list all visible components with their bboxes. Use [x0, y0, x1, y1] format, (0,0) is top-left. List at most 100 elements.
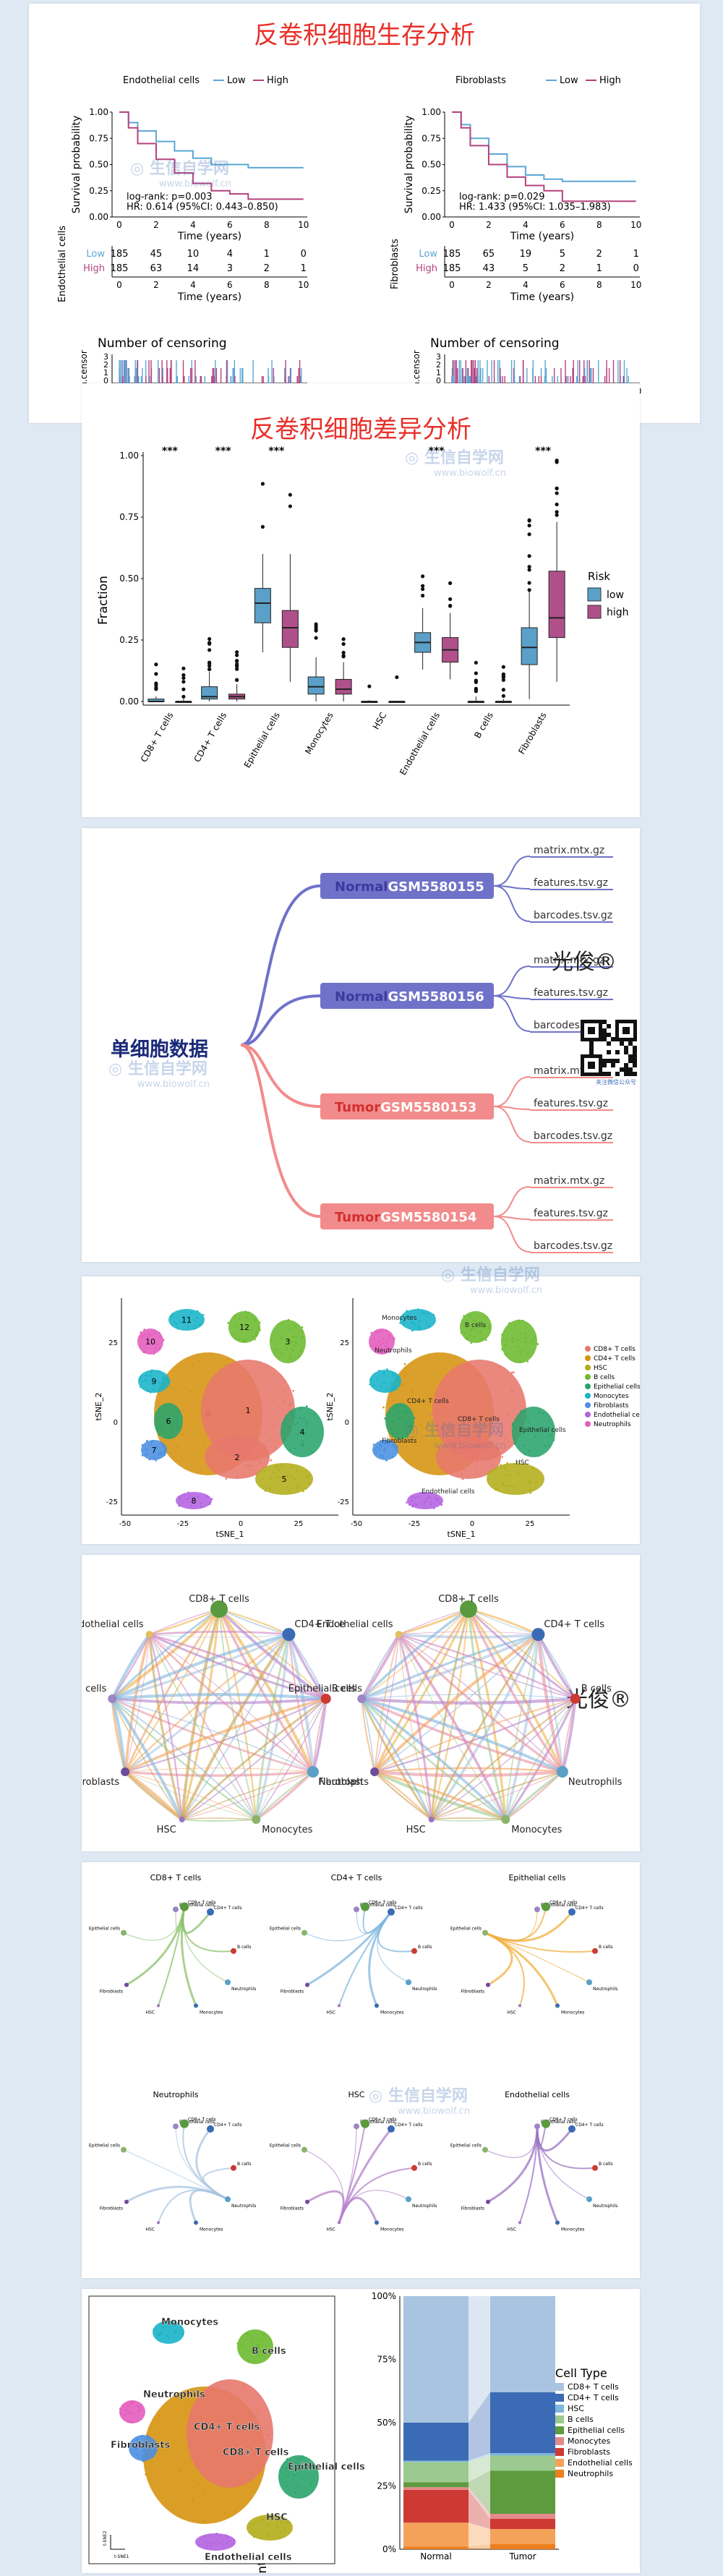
tsne-cluster-number: 3 — [286, 1337, 291, 1347]
box-outlier — [154, 672, 158, 676]
final-legend-label: CD4+ T cells — [568, 2393, 619, 2402]
final-scatter-point — [232, 2543, 235, 2545]
box-outlier — [395, 675, 399, 680]
tsne-point — [146, 1440, 148, 1443]
tsne-legend-label: Endothelial cells — [594, 1412, 640, 1419]
tsne-point — [402, 1323, 405, 1325]
tsne-point — [531, 1340, 534, 1342]
box-outlier — [555, 502, 559, 507]
tsne-point — [373, 1337, 376, 1340]
network-edge — [361, 1698, 507, 1820]
final-scatter-point — [132, 2400, 134, 2403]
boxplot-title: 反卷积细胞差异分析 — [250, 415, 471, 444]
final-scatter-point — [202, 2488, 205, 2491]
tsne-point — [294, 1423, 296, 1425]
tsne-point — [414, 1497, 416, 1500]
risk-high-value: 2 — [264, 263, 270, 274]
network-node — [252, 1814, 261, 1824]
tsne-point — [401, 1383, 403, 1386]
small-network-edge — [484, 1932, 559, 2006]
tsne-point — [194, 1320, 197, 1322]
tsne-point — [435, 1498, 437, 1501]
box-outlier — [421, 594, 425, 598]
tsne-point — [398, 1376, 401, 1378]
km-hr: HR: 1.433 (95%CI: 1.035–1.983) — [459, 202, 611, 213]
tsne-point — [143, 1350, 146, 1353]
legend-low-swatch — [587, 587, 602, 602]
tsne-legend-label: CD8+ T cells — [594, 1346, 636, 1353]
mindmap-file: matrix.mtx.gz — [534, 955, 604, 966]
tsne-point — [321, 1427, 324, 1430]
tsne-point — [391, 1375, 394, 1377]
tsne-point — [520, 1409, 522, 1412]
tsne-point — [152, 1376, 155, 1379]
small-network-title: Neutrophils — [153, 2090, 198, 2099]
tsne-point — [476, 1314, 479, 1317]
network-node-label: Fibroblasts — [318, 1777, 369, 1788]
tsne-ytick: -25 — [338, 1498, 349, 1506]
tsne-point — [296, 1433, 299, 1436]
tsne-ytick: 25 — [340, 1339, 349, 1347]
tsne-point — [225, 1375, 227, 1377]
network-edge — [361, 1698, 375, 1773]
tsne-point — [162, 1451, 164, 1454]
tsne-point — [240, 1397, 243, 1400]
network-edge — [398, 1631, 539, 1635]
tsne-legend-label: Neutrophils — [594, 1421, 631, 1428]
tsne-point — [504, 1344, 507, 1347]
tsne-cluster — [255, 1463, 313, 1495]
box-outlier — [448, 603, 453, 608]
box-outlier — [341, 654, 346, 658]
mindmap-file-branch — [493, 1076, 531, 1107]
box-outlier — [555, 459, 559, 463]
small-network-node — [121, 2146, 127, 2153]
risk-high-value: 5 — [523, 263, 529, 274]
tsne-point — [517, 1472, 520, 1475]
tsne-point — [291, 1413, 293, 1416]
small-network-label: Endothelial cells — [179, 2120, 215, 2125]
tsne-point — [411, 1321, 414, 1323]
final-scatter-point — [281, 2465, 284, 2468]
box-outlier — [448, 597, 453, 602]
tsne-point — [138, 1378, 141, 1380]
network-node — [395, 1631, 403, 1639]
small-network-label: Neutrophils — [412, 2204, 437, 2209]
km-legend-title: Endothelial cells — [123, 75, 200, 86]
tsne-point — [301, 1326, 304, 1328]
tsne-cell-label: CD8+ T cells — [458, 1416, 500, 1423]
tsne-point — [391, 1372, 394, 1374]
mindmap-file-branch — [493, 995, 531, 1032]
network-edge — [374, 1634, 400, 1773]
tsne-point — [302, 1440, 304, 1443]
final-legend-swatch — [555, 2415, 564, 2423]
final-scatter-point — [204, 2541, 207, 2543]
tsne-point — [303, 1417, 306, 1420]
final-scatter-point — [293, 2474, 296, 2477]
small-network-label: Fibroblasts — [281, 1989, 304, 1995]
box-outlier — [288, 492, 292, 497]
censor-ytick: 0 — [103, 376, 108, 385]
tsne-point — [300, 1407, 302, 1410]
tsne-legend-dot — [585, 1383, 591, 1389]
small-network-label: Epithelial cells — [89, 1927, 120, 1932]
tsne-point — [472, 1319, 475, 1322]
box-outlier — [448, 581, 453, 585]
km-logrank: log-rank: p=0.029 — [459, 192, 544, 202]
mindmap-file: matrix.mtx.gz — [534, 845, 604, 856]
tsne-point — [392, 1441, 395, 1443]
tsne-point — [494, 1455, 496, 1458]
tsne-point — [176, 1415, 179, 1417]
tsne-point — [176, 1446, 179, 1448]
small-network-node — [482, 2146, 488, 2153]
small-network-edge — [536, 2126, 559, 2223]
tsne-point — [386, 1390, 389, 1393]
tsne-point — [483, 1326, 485, 1328]
network-edge — [255, 1770, 315, 1821]
final-scatter-point — [137, 2439, 139, 2441]
tsne-point — [488, 1324, 491, 1327]
small-network-node — [518, 2221, 521, 2225]
tsne-point — [521, 1319, 524, 1322]
final-scatter-point — [142, 2457, 144, 2460]
tsne-cluster-number: 6 — [166, 1417, 171, 1426]
tsne-point — [531, 1430, 533, 1433]
